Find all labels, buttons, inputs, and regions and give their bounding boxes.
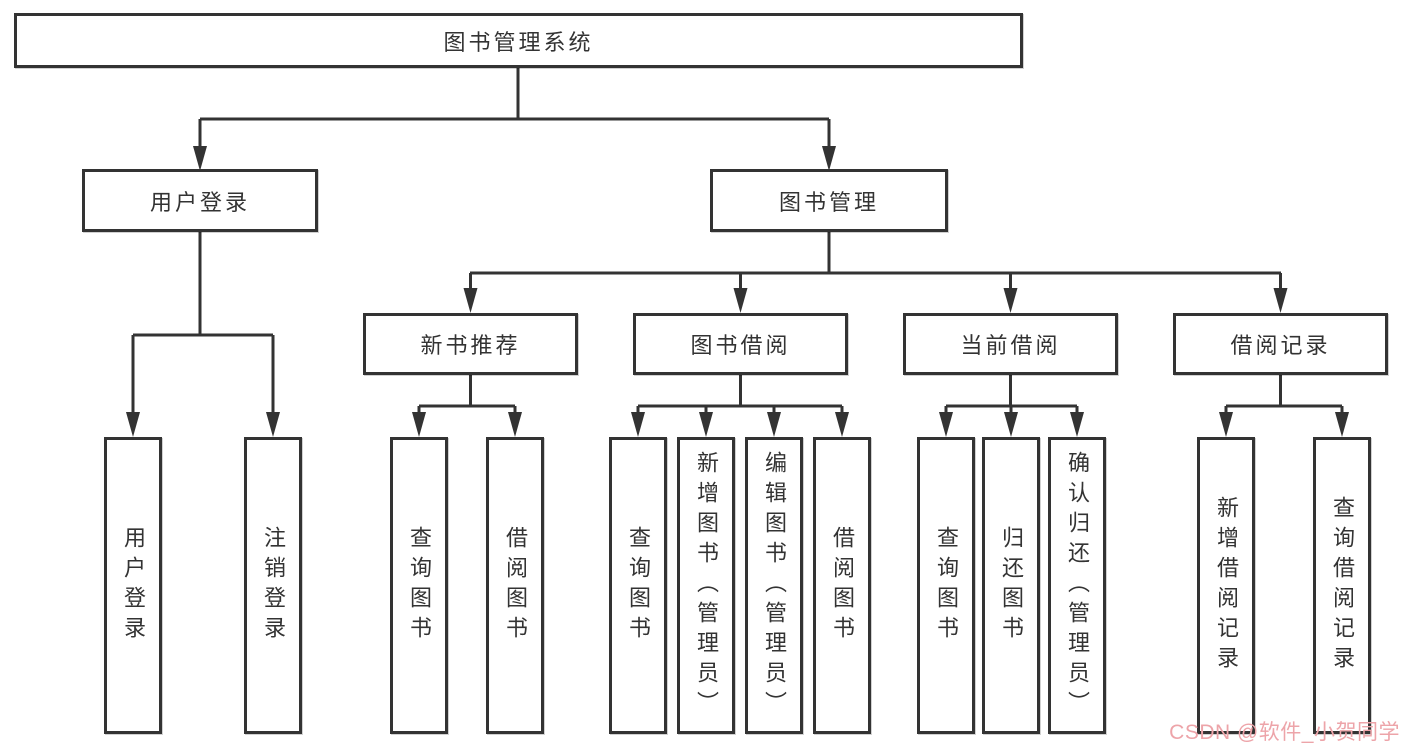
node-leaf-borrow-add: 新增图书（管理员） bbox=[677, 437, 735, 734]
node-leaf-record-add: 新增借阅记录 bbox=[1197, 437, 1255, 734]
node-leaf-record-query: 查询借阅记录 bbox=[1313, 437, 1371, 734]
leaf-label: 新增图书（管理员） bbox=[694, 450, 719, 721]
connector-user-login-split bbox=[126, 232, 280, 437]
node-borrow-records: 借阅记录 bbox=[1173, 313, 1388, 375]
node-book-mgmt: 图书管理 bbox=[710, 169, 948, 232]
node-current-borrow: 当前借阅 bbox=[903, 313, 1118, 375]
node-book-borrow: 图书借阅 bbox=[633, 313, 848, 375]
leaf-label: 查询图书 bbox=[934, 525, 959, 646]
leaf-label: 借阅图书 bbox=[830, 525, 855, 646]
node-system-root: 图书管理系统 bbox=[14, 13, 1023, 68]
connector-book-mgmt-split bbox=[463, 232, 1288, 313]
node-leaf-current-return: 归还图书 bbox=[982, 437, 1040, 734]
leaf-label: 用户登录 bbox=[121, 525, 146, 646]
leaf-label: 注销登录 bbox=[261, 525, 286, 646]
node-user-login: 用户登录 bbox=[82, 169, 318, 232]
watermark: CSDN @软件_小贺同学 bbox=[1169, 721, 1400, 744]
leaf-label: 编辑图书（管理员） bbox=[762, 450, 787, 721]
node-leaf-newbook-query: 查询图书 bbox=[390, 437, 448, 734]
connector-new-book-split bbox=[412, 375, 522, 437]
node-leaf-borrow-edit: 编辑图书（管理员） bbox=[745, 437, 803, 734]
leaf-label: 归还图书 bbox=[999, 525, 1024, 646]
node-leaf-borrow-query: 查询图书 bbox=[609, 437, 667, 734]
node-leaf-newbook-borrow: 借阅图书 bbox=[486, 437, 544, 734]
leaf-label: 确认归还（管理员） bbox=[1065, 450, 1090, 721]
node-leaf-logout: 注销登录 bbox=[244, 437, 302, 734]
node-leaf-login: 用户登录 bbox=[104, 437, 162, 734]
leaf-label: 查询图书 bbox=[626, 525, 651, 646]
leaf-label: 借阅图书 bbox=[503, 525, 528, 646]
connector-current-borrow-split bbox=[939, 375, 1084, 437]
node-leaf-current-confirm: 确认归还（管理员） bbox=[1048, 437, 1106, 734]
connector-root-split bbox=[193, 68, 836, 171]
leaf-label: 查询借阅记录 bbox=[1330, 495, 1355, 676]
connector-book-borrow-split bbox=[631, 375, 849, 437]
node-leaf-current-query: 查询图书 bbox=[917, 437, 975, 734]
connector-borrow-records-split bbox=[1219, 375, 1349, 437]
node-new-book-recommend: 新书推荐 bbox=[363, 313, 578, 375]
node-leaf-borrow-borrow: 借阅图书 bbox=[813, 437, 871, 734]
leaf-label: 查询图书 bbox=[407, 525, 432, 646]
leaf-label: 新增借阅记录 bbox=[1214, 495, 1239, 676]
